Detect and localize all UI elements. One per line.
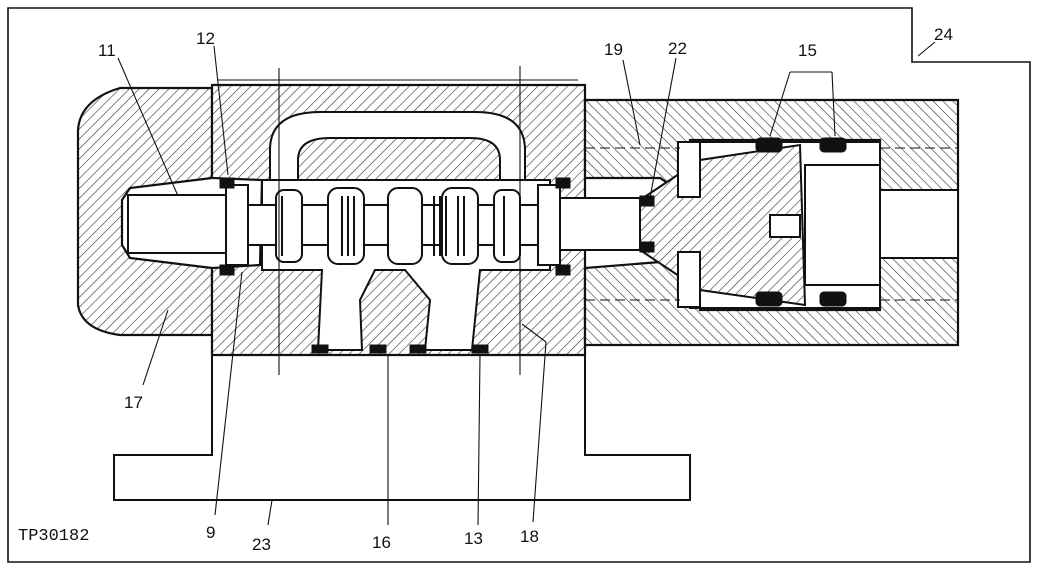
callout-12: 12 (196, 29, 215, 48)
leader-lines (117, 41, 936, 526)
piston (639, 141, 881, 308)
callout-24: 24 (934, 25, 953, 44)
callout-16: 16 (372, 533, 391, 552)
valve-spool (127, 184, 641, 266)
seals (219, 137, 847, 354)
section-lines (218, 66, 958, 375)
figure-frame (7, 7, 1031, 563)
left-end-cap (76, 86, 214, 337)
callout-23: 23 (252, 535, 271, 554)
rod-bore (879, 189, 959, 259)
callout-9: 9 (206, 523, 215, 542)
figure-id: TP30182 (18, 527, 89, 546)
callout-18: 18 (520, 527, 539, 546)
mounting-base (113, 350, 691, 501)
callout-17: 17 (124, 393, 143, 412)
callout-22: 22 (668, 39, 687, 58)
callout-11: 11 (98, 41, 116, 60)
callout-13: 13 (464, 529, 483, 548)
callout-19: 19 (604, 40, 623, 59)
callout-15: 15 (798, 41, 817, 60)
